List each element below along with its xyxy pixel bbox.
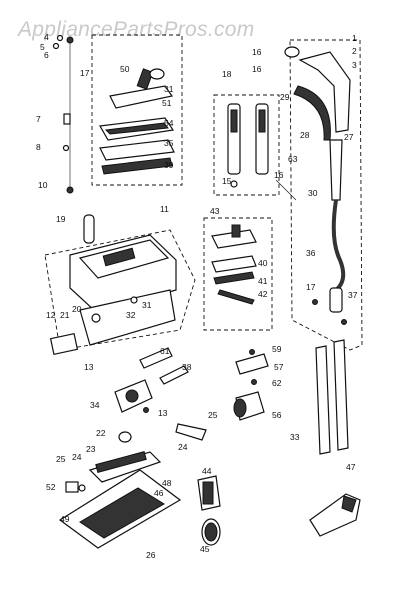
hose-assembly bbox=[284, 46, 351, 325]
label-17b: 17 bbox=[306, 282, 316, 292]
label-24a: 24 bbox=[72, 452, 82, 462]
label-48: 48 bbox=[162, 478, 172, 488]
label-30: 30 bbox=[308, 188, 318, 198]
upholstery-tool bbox=[99, 117, 175, 141]
label-6: 6 bbox=[44, 50, 49, 60]
attachment-group-box bbox=[91, 34, 183, 186]
label-19: 19 bbox=[56, 214, 66, 224]
dusting-brush bbox=[99, 139, 175, 175]
label-44: 44 bbox=[202, 466, 212, 476]
label-16b: 16 bbox=[252, 64, 262, 74]
canister-group-box bbox=[44, 229, 196, 351]
label-2: 2 bbox=[352, 46, 357, 56]
label-37: 37 bbox=[348, 290, 358, 300]
label-25a: 25 bbox=[56, 454, 66, 464]
label-35: 35 bbox=[164, 138, 174, 148]
label-45: 45 bbox=[200, 544, 210, 554]
label-21: 21 bbox=[60, 310, 70, 320]
label-4: 4 bbox=[44, 32, 49, 42]
power-nozzle bbox=[58, 451, 182, 549]
label-56: 56 bbox=[272, 410, 282, 420]
label-43: 43 bbox=[210, 206, 220, 216]
label-15: 15 bbox=[222, 176, 232, 186]
label-59: 59 bbox=[272, 344, 282, 354]
label-40: 40 bbox=[258, 258, 268, 268]
canister-body bbox=[49, 214, 177, 356]
label-51: 51 bbox=[162, 98, 172, 108]
label-16a: 16 bbox=[252, 47, 262, 57]
label-29: 29 bbox=[280, 92, 290, 102]
tool-kit bbox=[211, 224, 257, 305]
filters bbox=[197, 475, 221, 546]
label-27: 27 bbox=[344, 132, 354, 142]
label-34: 34 bbox=[90, 400, 100, 410]
crevice-tool bbox=[309, 493, 361, 537]
label-46: 46 bbox=[154, 488, 164, 498]
label-17a: 17 bbox=[80, 68, 90, 78]
label-50: 50 bbox=[120, 64, 130, 74]
label-13a: 13 bbox=[84, 362, 94, 372]
label-61: 61 bbox=[160, 346, 170, 356]
label-20: 20 bbox=[72, 304, 82, 314]
label-39: 39 bbox=[164, 160, 174, 170]
label-28: 28 bbox=[300, 130, 310, 140]
wand-group-box bbox=[213, 94, 280, 196]
label-47: 47 bbox=[346, 462, 356, 472]
label-42: 42 bbox=[258, 289, 268, 299]
crevice-tool-pair bbox=[227, 103, 297, 201]
label-7: 7 bbox=[36, 114, 41, 124]
label-16c: 16 bbox=[274, 170, 284, 180]
label-62: 62 bbox=[272, 378, 282, 388]
label-63: 63 bbox=[288, 154, 298, 164]
motor-parts bbox=[114, 347, 269, 443]
part-labels: 1 2 3 4 5 6 7 8 10 11 12 13 13 15 16 16 … bbox=[36, 32, 358, 560]
hose-group-box bbox=[289, 39, 363, 351]
label-41: 41 bbox=[258, 276, 268, 286]
extension-wands bbox=[315, 339, 349, 455]
label-12: 12 bbox=[46, 310, 56, 320]
label-31a: 31 bbox=[164, 84, 174, 94]
label-18: 18 bbox=[222, 69, 232, 79]
label-5: 5 bbox=[40, 42, 45, 52]
label-11: 11 bbox=[160, 204, 169, 214]
label-1: 1 bbox=[352, 33, 357, 43]
tool-kit-group-box bbox=[203, 217, 273, 331]
label-49: 49 bbox=[60, 514, 70, 524]
label-38: 38 bbox=[182, 362, 192, 372]
label-8: 8 bbox=[36, 142, 41, 152]
label-26: 26 bbox=[146, 550, 156, 560]
label-3: 3 bbox=[352, 60, 357, 70]
floor-brush-attachment bbox=[109, 68, 174, 109]
label-23: 23 bbox=[86, 444, 96, 454]
cord-assembly bbox=[52, 34, 74, 194]
label-52: 52 bbox=[46, 482, 56, 492]
label-54: 54 bbox=[164, 118, 174, 128]
label-31b: 31 bbox=[142, 300, 152, 310]
label-36: 36 bbox=[306, 248, 316, 258]
label-25b: 25 bbox=[208, 410, 218, 420]
label-13b: 13 bbox=[158, 408, 168, 418]
watermark-text: AppliancePartsPros.com bbox=[16, 18, 255, 41]
label-22: 22 bbox=[96, 428, 106, 438]
label-57: 57 bbox=[274, 362, 284, 372]
label-24b: 24 bbox=[178, 442, 188, 452]
label-10: 10 bbox=[38, 180, 48, 190]
label-33: 33 bbox=[290, 432, 300, 442]
label-32: 32 bbox=[126, 310, 136, 320]
